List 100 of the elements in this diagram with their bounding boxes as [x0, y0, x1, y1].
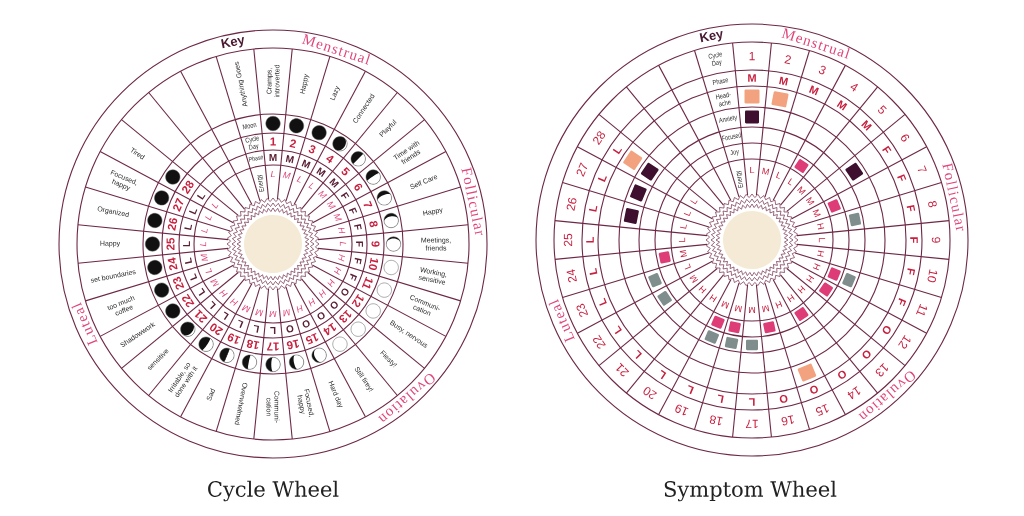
energy-letter: L — [296, 176, 301, 183]
phase-letter: L — [660, 369, 667, 380]
phase-letter: L — [253, 324, 260, 333]
energy-letter: L — [750, 166, 755, 174]
day-number: 17 — [267, 342, 279, 351]
energy-letter: M — [269, 310, 277, 318]
day-number: 14 — [323, 322, 337, 336]
energy-letter: M — [200, 254, 209, 261]
phase-letter: F — [910, 237, 918, 243]
phase-heading: Follicular — [461, 167, 483, 236]
energy-letter: H — [338, 254, 346, 262]
day-number: 22 — [182, 293, 195, 308]
day-number: 24 — [566, 269, 577, 283]
day-number: 1 — [749, 51, 755, 61]
day-number: 28 — [182, 180, 194, 195]
phase-letter: L — [198, 287, 206, 296]
phase-letter: O — [330, 301, 338, 309]
day-number: 21 — [194, 309, 208, 323]
phase-letter: O — [341, 288, 349, 296]
energy-letter: L — [787, 178, 792, 186]
energy-letter: M — [317, 190, 328, 199]
phase-letter: O — [838, 370, 846, 379]
day-number: 15 — [815, 404, 829, 416]
phase-letter: L — [196, 194, 206, 200]
day-number: 20 — [210, 323, 224, 335]
energy-letter: H — [318, 289, 326, 298]
phase-letter: F — [348, 207, 358, 214]
day-number: 22 — [593, 334, 606, 349]
energy-letter: M — [734, 305, 742, 313]
phase-letter: L — [635, 349, 642, 360]
phase-letter: F — [898, 298, 907, 307]
energy-letter: H — [797, 285, 806, 294]
phase-letter: M — [269, 154, 277, 161]
phase-letter: L — [210, 300, 216, 310]
phase-letter: M — [861, 120, 872, 131]
phase-letter: M — [301, 159, 311, 169]
energy-letter: H — [787, 294, 795, 303]
energy-letter: L — [818, 238, 826, 243]
energy-letter: H — [812, 263, 821, 271]
wheel-title: Symptom Wheel — [664, 480, 837, 502]
energy-letter: L — [680, 224, 687, 229]
day-number: 4 — [326, 155, 334, 164]
energy-letter: L — [205, 268, 213, 273]
phase-letter: L — [184, 224, 193, 231]
phase-letter: F — [340, 192, 350, 199]
energy-letter: M — [689, 274, 699, 284]
day-number: 16 — [781, 415, 794, 426]
day-number: 19 — [675, 404, 689, 416]
energy-letter: H — [338, 228, 346, 233]
phase-letter: O — [302, 320, 310, 328]
phase-letter: L — [190, 273, 198, 281]
energy-letter: L — [199, 242, 207, 247]
energy-letter: M — [255, 309, 264, 317]
phase-letter: L — [183, 241, 190, 247]
day-number: 18 — [246, 339, 260, 350]
day-number: 17 — [745, 419, 758, 429]
phase-letter: L — [238, 319, 244, 328]
energy-letter: H — [296, 304, 303, 313]
day-number: 11 — [916, 303, 927, 316]
energy-letter: M — [797, 186, 806, 195]
phase-letter: L — [749, 398, 755, 406]
energy-letter: L — [690, 200, 698, 205]
phase-letter: O — [862, 350, 871, 359]
energy-letter: M — [282, 171, 291, 179]
day-number: 2 — [289, 139, 296, 148]
energy-letter: L — [775, 171, 780, 180]
energy-letter: H — [817, 250, 825, 257]
energy-letter: M — [210, 279, 220, 287]
day-number: 3 — [308, 145, 316, 154]
energy-letter: H — [709, 294, 717, 303]
energy-letter: L — [211, 203, 219, 209]
phase-letter: L — [270, 327, 276, 334]
phase-letter: M — [329, 177, 340, 188]
phase-letter: O — [286, 325, 294, 333]
energy-letter: L — [678, 237, 686, 242]
key-heading: Key — [699, 31, 723, 43]
energy-letter: M — [679, 250, 687, 258]
phase-letter: M — [748, 74, 756, 82]
energy-letter: M — [762, 305, 770, 313]
phase-letter: L — [189, 209, 198, 215]
phase-letter: L — [586, 236, 594, 243]
phase-letter: O — [882, 326, 891, 334]
energy-letter: H — [806, 275, 815, 283]
day-number: 7 — [917, 165, 927, 172]
day-number: 4 — [850, 83, 859, 92]
day-number: 23 — [173, 276, 185, 290]
day-number: 10 — [368, 257, 379, 270]
phase-letter: F — [882, 145, 892, 153]
phase-letter: L — [612, 148, 623, 155]
phase-heading: Follicular — [942, 162, 964, 231]
phase-letter: L — [717, 394, 724, 404]
day-number: 20 — [643, 387, 658, 399]
phase-letter: L — [614, 325, 622, 335]
energy-letter: M — [721, 300, 730, 309]
day-number: 21 — [616, 362, 630, 377]
day-number: 28 — [593, 131, 606, 146]
phase-letter: L — [185, 257, 192, 264]
day-number: 27 — [576, 162, 588, 177]
energy-letter: L — [339, 241, 347, 246]
energy-letter: H — [817, 223, 825, 230]
